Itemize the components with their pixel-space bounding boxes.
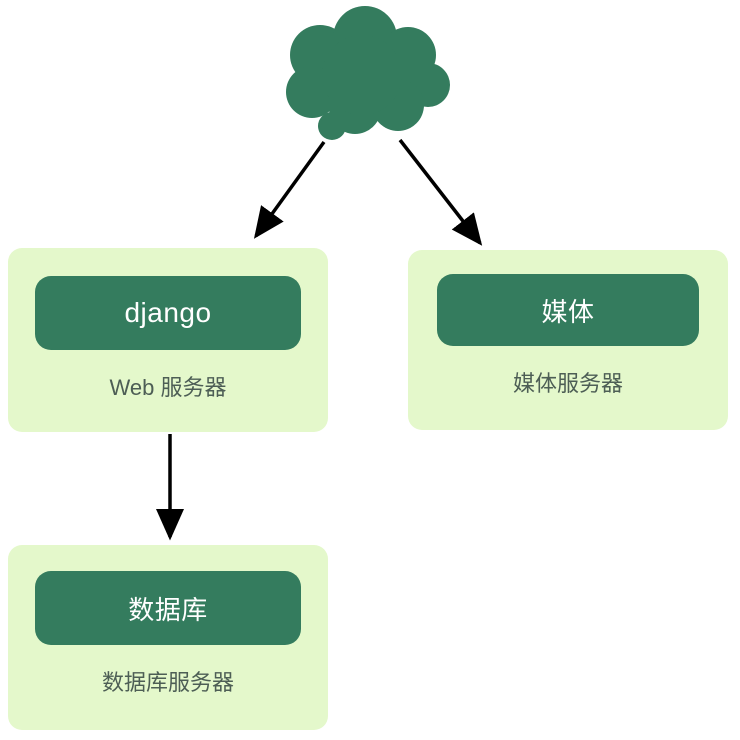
web-server-badge: django bbox=[35, 276, 301, 350]
web-server-badge-label: django bbox=[124, 297, 212, 328]
node-database-server: 数据库 数据库服务器 bbox=[8, 545, 328, 730]
media-server-badge-label: 媒体 bbox=[541, 296, 595, 327]
database-server-badge: 数据库 bbox=[35, 571, 301, 645]
node-media-server: 媒体 媒体服务器 bbox=[408, 250, 728, 430]
arrow-cloud-to-web bbox=[253, 140, 326, 239]
media-server-caption: 媒体服务器 bbox=[512, 371, 623, 396]
node-web-server: django Web 服务器 bbox=[8, 248, 328, 432]
database-server-badge-label: 数据库 bbox=[128, 594, 208, 625]
arrow-cloud-to-media bbox=[398, 138, 483, 246]
database-server-caption: 数据库服务器 bbox=[101, 670, 234, 695]
media-server-badge: 媒体 bbox=[437, 274, 699, 346]
web-server-caption: Web 服务器 bbox=[109, 375, 227, 400]
